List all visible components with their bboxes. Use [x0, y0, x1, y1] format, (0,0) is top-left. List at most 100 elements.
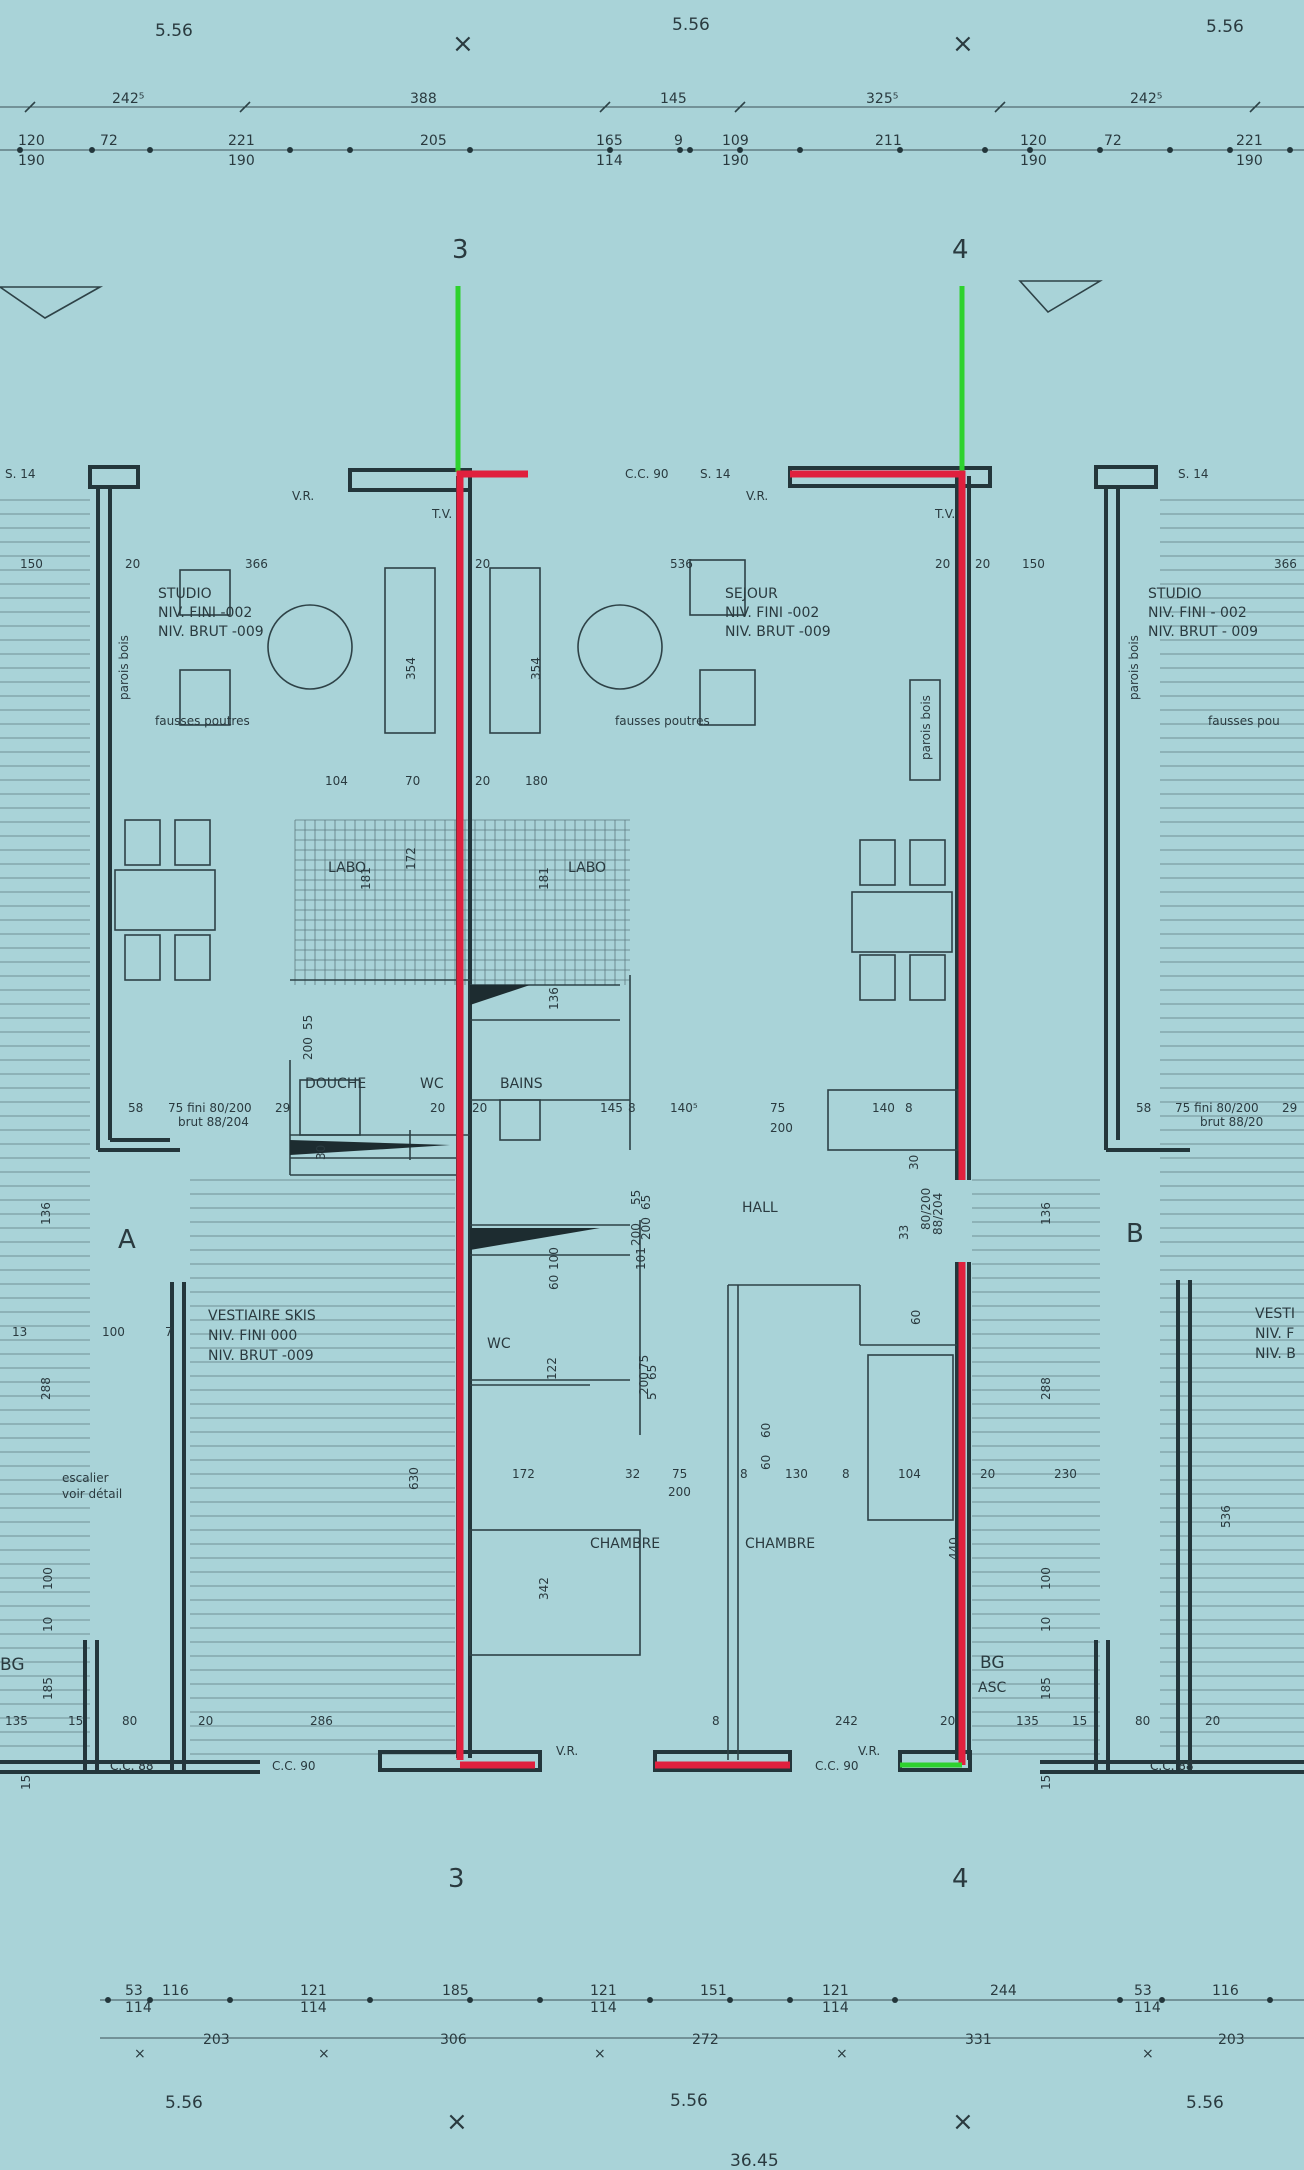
red-wall-axis-3: [456, 470, 528, 1760]
dim-label: 221: [1236, 133, 1263, 149]
dim-label: 242: [835, 1714, 858, 1728]
dim-label: 272: [692, 2032, 719, 2048]
room-label-sejour: SEJOUR: [725, 586, 778, 602]
room-level-brut: NIV. B: [1255, 1346, 1296, 1362]
module-width-label: 5.56: [165, 2093, 203, 2113]
dim-label: 181: [537, 867, 551, 890]
dim-label: 116: [162, 1983, 189, 1999]
axis-mark-x: ×: [836, 2046, 848, 2062]
door-label: 75 fini 80/200: [1175, 1101, 1259, 1115]
dim-label: 53: [125, 1983, 143, 1999]
room-label-bains: BAINS: [500, 1076, 543, 1092]
dimension-ticks-top-2: [17, 147, 1293, 153]
annotation-parois-bois: parois bois: [1127, 635, 1141, 700]
room-label-hall: HALL: [742, 1200, 778, 1216]
dim-label: 185: [442, 1983, 469, 1999]
dim-label: 60: [759, 1423, 773, 1438]
dim-label: 20: [198, 1714, 213, 1728]
dim-label: 200: [301, 1037, 315, 1060]
dim-label: 230: [1054, 1467, 1077, 1481]
red-wall-axis-4-upper: [790, 470, 966, 1180]
dim-label: 20: [475, 774, 490, 788]
dim-label: 60: [547, 1275, 561, 1290]
dim-label: 172: [404, 847, 418, 870]
dim-label: 10: [1039, 1617, 1053, 1632]
dim-label: 58: [128, 1101, 143, 1115]
annotation-fausses-poutres: fausses poutres: [155, 714, 250, 728]
annotation-parois-bois: parois bois: [117, 635, 131, 700]
wall-label: T.V.: [431, 507, 452, 521]
section-marker-right: [1018, 280, 1103, 314]
dim-label: 20: [125, 557, 140, 571]
dim-label: 60: [909, 1310, 923, 1325]
dim-label: 150: [1022, 557, 1045, 571]
dim-label: 180: [525, 774, 548, 788]
dim-label: 9: [674, 133, 683, 149]
hatch-right: [972, 499, 1304, 1755]
dim-label: 72: [1104, 133, 1122, 149]
dim-label: 13: [12, 1325, 27, 1339]
dim-label: 136: [1039, 1202, 1053, 1225]
furniture: [114, 559, 959, 1656]
dim-label: 536: [1219, 1505, 1233, 1528]
room-level-fini: NIV. FINI -002: [158, 605, 252, 621]
dim-label: 70: [405, 774, 420, 788]
dim-label: 145: [660, 91, 687, 107]
wall-label: C.C. 90: [272, 1759, 315, 1773]
room-level-brut: NIV. BRUT - 009: [1148, 624, 1258, 640]
dim-label: 8: [712, 1714, 720, 1728]
dim-label: 5: [645, 1392, 659, 1400]
annotation-escalier: voir détail: [62, 1487, 122, 1501]
dim-label: 366: [1274, 557, 1297, 571]
section-marker-left: [0, 286, 104, 319]
room-label-studio-right: STUDIO: [1148, 586, 1202, 602]
axis-label-3-top: 3: [452, 235, 469, 265]
dim-label: 221: [228, 133, 255, 149]
dim-label: 80/200: [919, 1188, 933, 1230]
label-bg-right: BG: [980, 1653, 1005, 1673]
dim-label: 55: [629, 1190, 643, 1205]
dim-label: 172: [512, 1467, 535, 1481]
dim-label: 58: [1136, 1101, 1151, 1115]
dim-label: 20: [940, 1714, 955, 1728]
dim-label: 20: [1205, 1714, 1220, 1728]
dim-label: 136: [39, 1202, 53, 1225]
room-level-fini: NIV. F: [1255, 1326, 1294, 1342]
room-label-vestiaire: VESTIAIRE SKIS: [208, 1308, 316, 1324]
dim-label: 205: [420, 133, 447, 149]
dimension-ticks-top-1: [24, 101, 1261, 113]
dim-label: 65: [645, 1365, 659, 1380]
dim-label: 75: [637, 1355, 651, 1370]
dim-label: 60: [759, 1455, 773, 1470]
dim-label: 80: [1135, 1714, 1150, 1728]
dim-label: 20: [980, 1467, 995, 1481]
dim-label: 8: [842, 1467, 850, 1481]
dim-label: 120: [18, 133, 45, 149]
door-label: brut 88/20: [1200, 1115, 1263, 1129]
dim-label: 388: [410, 91, 437, 107]
dim-label: 104: [898, 1467, 921, 1481]
wall-label: S. 14: [700, 467, 731, 481]
dim-label: 211: [875, 133, 902, 149]
dim-label-sub: 114: [822, 2000, 849, 2016]
wall-label: C.C. 88: [1150, 1759, 1193, 1773]
total-width-label: 36.45: [730, 2151, 779, 2170]
dim-label-sub: 114: [300, 2000, 327, 2016]
room-level-fini: NIV. FINI 000: [208, 1328, 297, 1344]
room-level-brut: NIV. BRUT -009: [725, 624, 831, 640]
dim-label: 8: [740, 1467, 748, 1481]
dim-label-sub: 190: [18, 153, 45, 169]
dim-label: 15: [1039, 1775, 1053, 1790]
dim-label: 130: [785, 1467, 808, 1481]
dim-label: 20: [472, 1101, 487, 1115]
dim-label: 242⁵: [1130, 91, 1162, 107]
door-label: 75 fini 80/200: [168, 1101, 252, 1115]
dim-label: 101: [634, 1247, 648, 1270]
room-label-chambre-2: CHAMBRE: [745, 1536, 815, 1552]
dim-label: 29: [1282, 1101, 1297, 1115]
dim-label: 121: [822, 1983, 849, 1999]
wall-label: C.C. 88: [1150, 1759, 1193, 1773]
dim-label-sub: 190: [722, 153, 749, 169]
